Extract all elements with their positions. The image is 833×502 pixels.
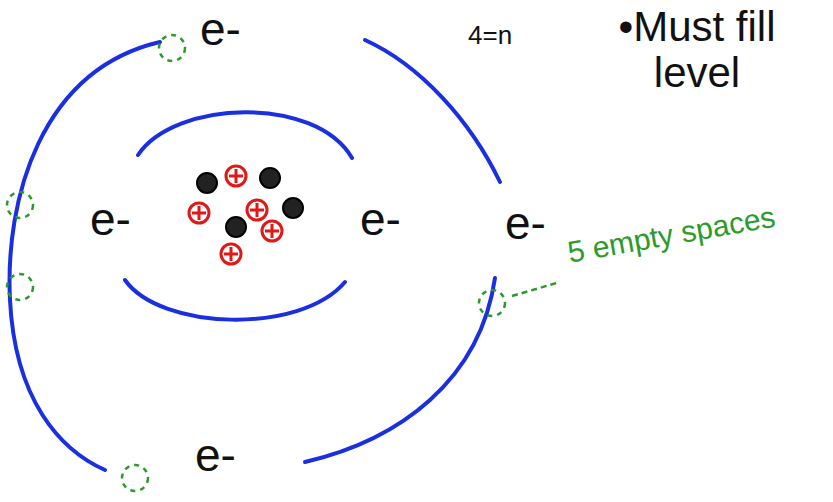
empty-spaces (7, 35, 560, 491)
electron-label: e- (505, 200, 546, 246)
electron-label: e- (195, 432, 236, 478)
empty-spaces-note: 5 empty spaces (565, 202, 777, 268)
neutron (197, 173, 217, 193)
inner-shell-arc (138, 112, 352, 158)
electron-label: e- (200, 6, 241, 52)
empty-space (7, 192, 33, 218)
electron-label: e- (90, 196, 131, 242)
empty-space (7, 274, 33, 300)
neutron (260, 168, 280, 188)
electron-shells (10, 40, 500, 470)
outer-shell-arc (305, 278, 495, 462)
nucleus (189, 166, 303, 264)
quantum-note: 4=n (468, 22, 512, 48)
proton (247, 200, 267, 220)
proton (262, 221, 282, 241)
proton (221, 244, 241, 264)
empty-space (159, 35, 185, 61)
leader-line (512, 282, 560, 296)
rule-note: •Must fill level (572, 4, 822, 96)
outer-shell-arc (365, 40, 500, 182)
empty-space (479, 290, 505, 316)
inner-shell-arc (125, 280, 345, 320)
electron-label: e- (360, 196, 401, 242)
proton (226, 166, 246, 186)
proton (189, 203, 209, 223)
empty-space (122, 465, 148, 491)
neutron (283, 198, 303, 218)
outer-shell-arc (10, 42, 160, 470)
neutron (226, 217, 246, 237)
